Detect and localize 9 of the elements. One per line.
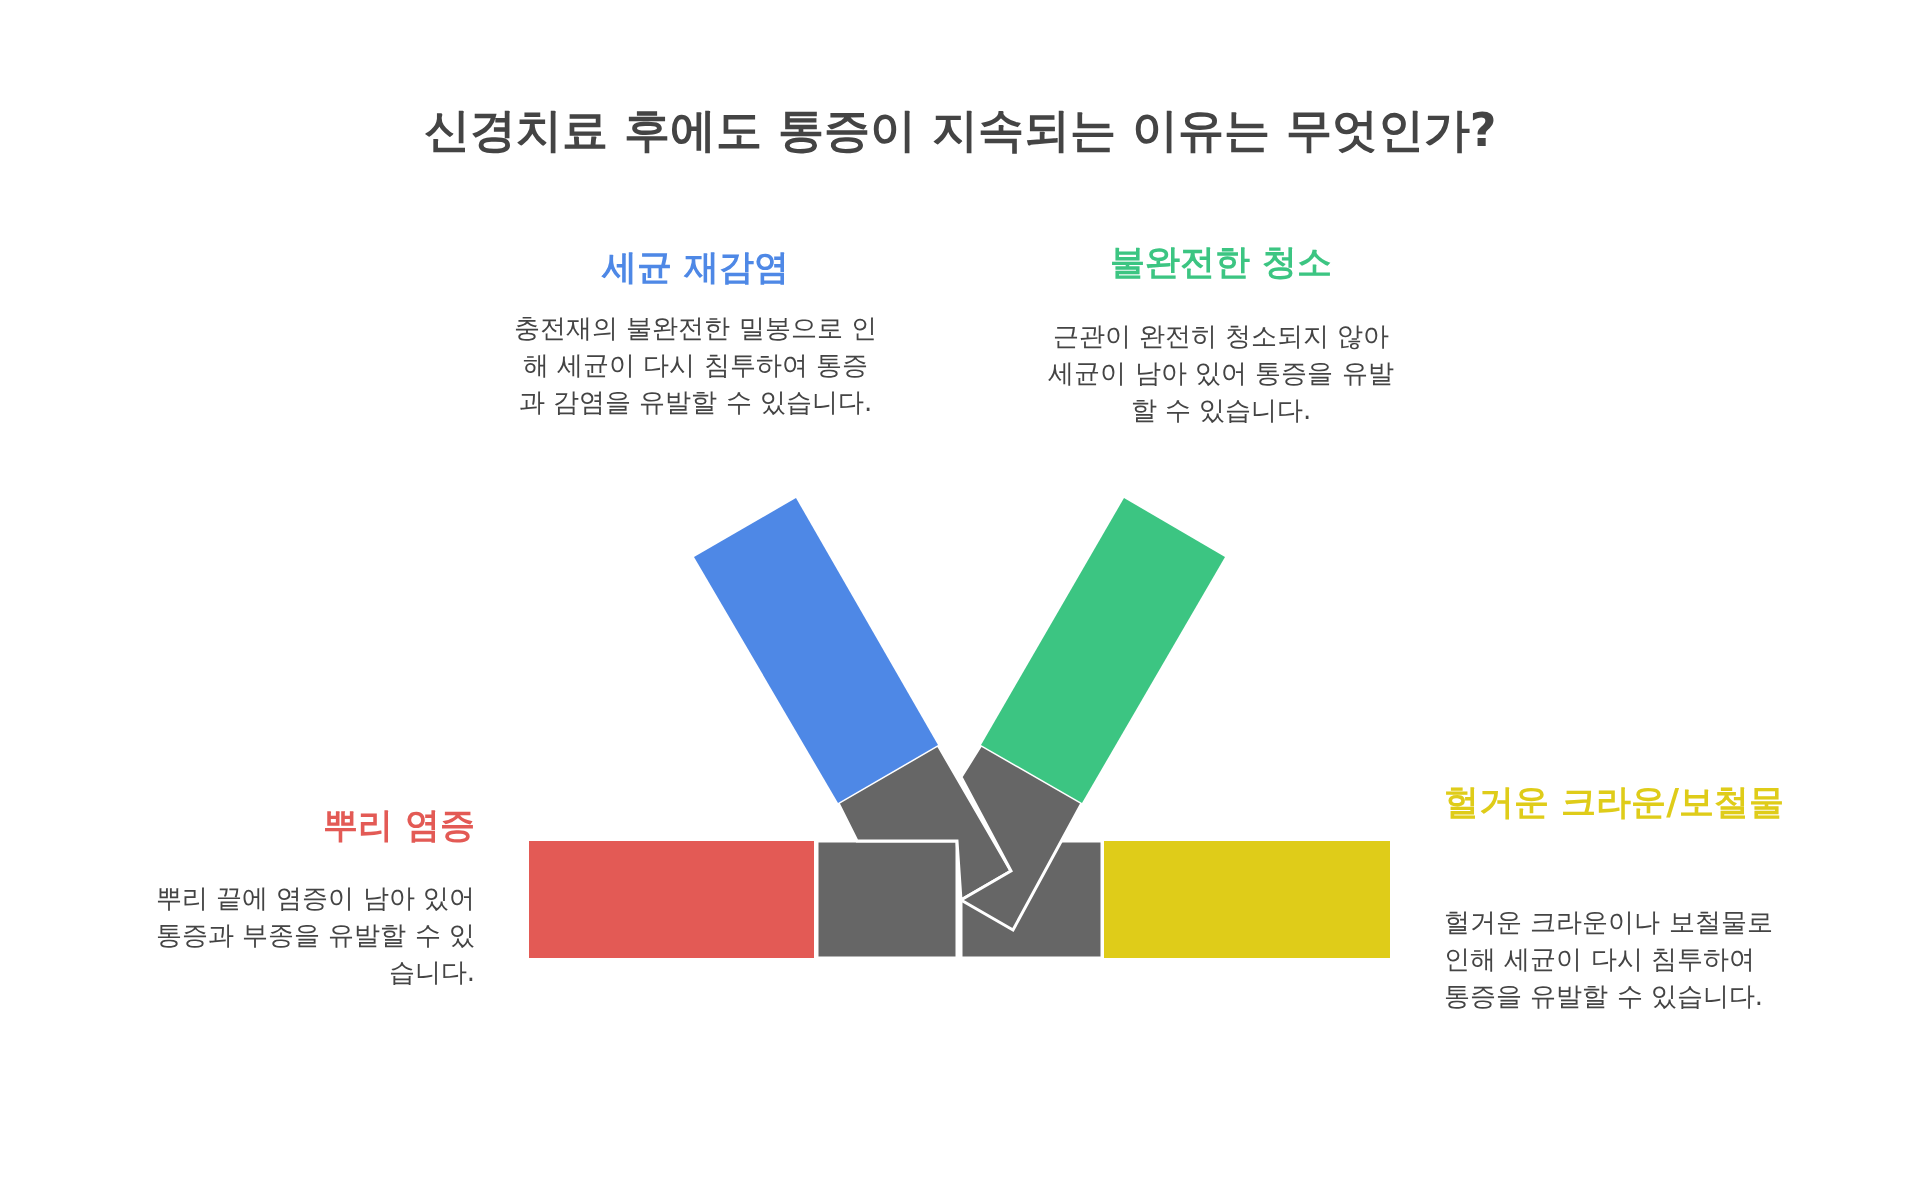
description: 충전재의 불완전한 밀봉으로 인해 세균이 다시 침투하여 통증과 감염을 유발할 수 있습니다. (513, 312, 878, 419)
description: 헐거운 크라운이나 보철물로 인해 세균이 다시 침투하여 통증을 유발할 수 있습니다. (1444, 906, 1774, 1013)
heading: 뿌리 염증 (321, 804, 475, 847)
heading: 세균 재감염 (600, 246, 791, 289)
description: 뿌리 끝에 염증이 남아 있어 통증과 부종을 유발할 수 있습니다. (154, 882, 475, 989)
description: 근관이 완전히 청소되지 않아 세균이 남아 있어 통증을 유발할 수 있습니다. (1047, 320, 1395, 427)
heading: 불완전한 청소 (1108, 241, 1334, 284)
heading: 헐거운 크라운/보철물 (1444, 781, 1784, 824)
title: 신경치료 후에도 통증이 지속되는 이유는 무엇인가? (422, 102, 1498, 159)
